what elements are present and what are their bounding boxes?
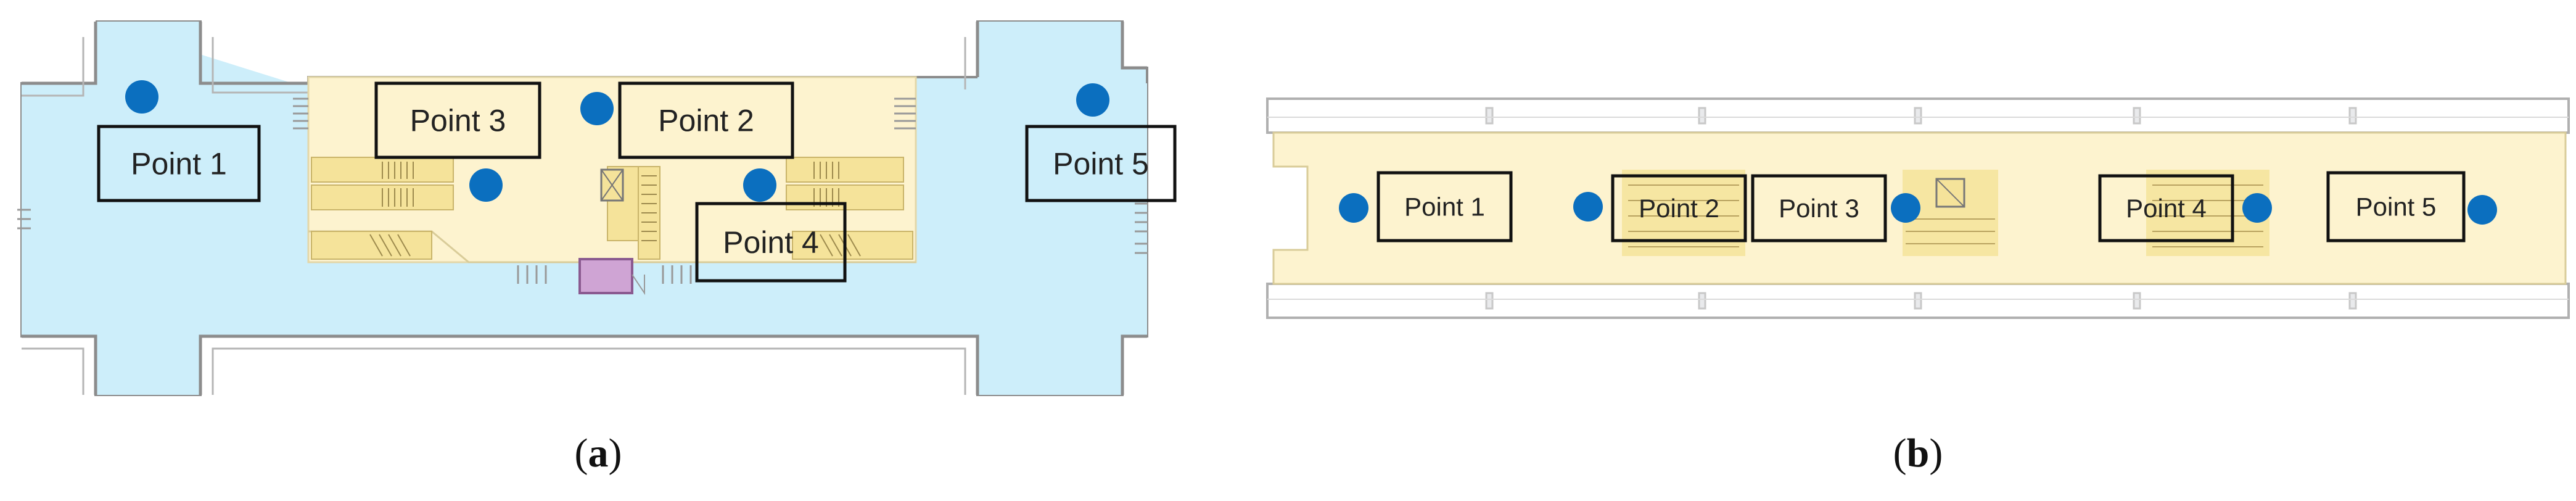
panel-a-point-label-3: Point 3 bbox=[410, 104, 506, 138]
point-labels: Point 1 Point 2 Point 3 Point 4 Point 5 Point… bbox=[97, 81, 2466, 283]
panel-b-point-label-5: Point 5 bbox=[2356, 193, 2437, 222]
panel-a-marker-5 bbox=[1076, 83, 1109, 117]
panel-a-marker-3 bbox=[580, 92, 614, 125]
panel-a-label-box-2 bbox=[618, 81, 794, 159]
panel-b-label-box-5 bbox=[2326, 171, 2466, 242]
panel-b-marker-5 bbox=[2467, 195, 2497, 225]
panel-a-point-label-5: Point 5 bbox=[1053, 147, 1149, 181]
panel-a-marker-2 bbox=[743, 168, 776, 202]
panel-b-label-box-2 bbox=[1611, 174, 1747, 242]
panel-b-marker-2 bbox=[1573, 192, 1603, 222]
panel-a-caption: (a) bbox=[574, 431, 622, 476]
panel-a-purple-room bbox=[578, 258, 633, 294]
panel-a-label-box-4 bbox=[695, 202, 847, 283]
panel-b-label-box-3 bbox=[1751, 174, 1887, 242]
panel-a-concourse-left-arm bbox=[96, 22, 200, 395]
panel-b-point-label-1: Point 1 bbox=[1404, 193, 1485, 222]
panel-a-plan bbox=[17, 20, 1148, 396]
panel-a-point-label-4: Point 4 bbox=[723, 225, 819, 260]
panel-b-point-label-4: Point 4 bbox=[2126, 194, 2207, 223]
panel-b-label-box-1 bbox=[1376, 171, 1513, 242]
panel-a-point-label-1: Point 1 bbox=[131, 147, 227, 181]
panel-a-marker-1 bbox=[125, 80, 158, 114]
panel-a-label-box-1 bbox=[97, 125, 261, 202]
panel-a-label-box-3 bbox=[374, 81, 541, 159]
panel-a-point-label-2: Point 2 bbox=[658, 104, 754, 138]
panel-b-marker-1 bbox=[1339, 193, 1368, 223]
panel-b-label-box-4 bbox=[2098, 174, 2234, 242]
panel-a-label-box-5 bbox=[1025, 125, 1177, 202]
panel-b-caption: (b) bbox=[1893, 431, 1943, 476]
panel-a-marker-4 bbox=[469, 168, 503, 202]
panel-b-point-label-2: Point 2 bbox=[1639, 194, 1719, 223]
point-markers bbox=[125, 80, 2497, 225]
panel-a-walls bbox=[22, 22, 1147, 395]
panel-b-marker-4 bbox=[2242, 193, 2272, 223]
panel-b-marker-3 bbox=[1891, 193, 1920, 223]
panel-a-concourse-right-arm bbox=[977, 22, 1122, 395]
panel-b-point-label-3: Point 3 bbox=[1779, 194, 1859, 223]
